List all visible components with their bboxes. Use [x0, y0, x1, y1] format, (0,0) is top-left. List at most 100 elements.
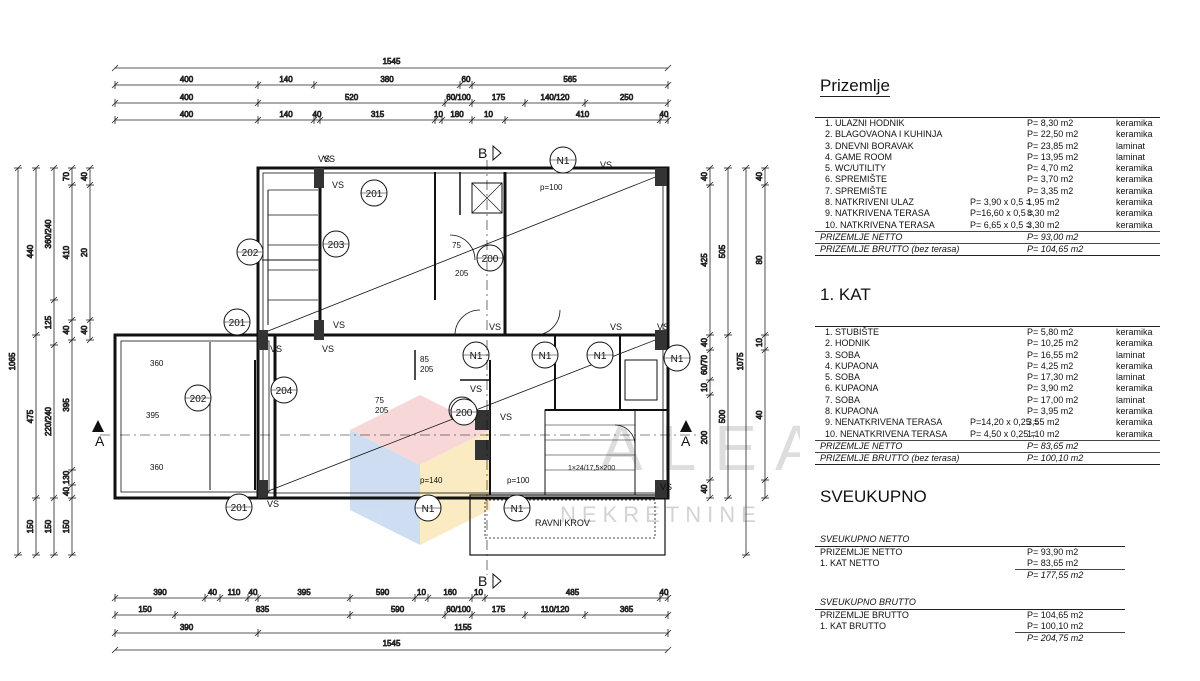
- room-material: laminat: [1116, 372, 1146, 383]
- summary-total-value: P= 204,75 m2: [1027, 633, 1084, 643]
- dimension-value: 440: [26, 244, 35, 258]
- room-calc: P= 6,65 x 0,5 =: [970, 219, 1032, 230]
- vs-label: VS: [318, 154, 330, 164]
- dimension-value: 380: [380, 75, 394, 84]
- window-tag: 202: [236, 238, 264, 266]
- section-marks: A A B B: [92, 144, 700, 590]
- door-tag-n1-label: N1: [422, 504, 435, 515]
- window-tag-label: 201: [231, 503, 248, 514]
- room-area: P= 16,55 m2: [1027, 349, 1079, 360]
- room-material: laminat: [1116, 394, 1146, 405]
- dimension-value: 500: [718, 409, 727, 423]
- watermark-sub-text: NEKRETNINE: [560, 502, 762, 527]
- door-tag-n1: N1: [549, 146, 577, 174]
- summary-value: P= 104,65 m2: [1027, 610, 1084, 620]
- dimension-value: 140: [279, 75, 293, 84]
- sveukupno-brutto-head: SVEUKUPNO BRUTTO: [820, 597, 916, 607]
- door-tag-n1-label: N1: [557, 156, 570, 167]
- vs-label: VS: [322, 344, 334, 354]
- section-mark-a-right: A: [681, 433, 691, 449]
- room-name: 3. DNEVNI BORAVAK: [825, 140, 914, 151]
- total-netto-label: PRIZEMLJE NETTO: [820, 231, 903, 242]
- dimension-value: 40: [660, 588, 669, 597]
- dimension-value: 590: [391, 605, 405, 614]
- dimension-value: 110/120: [541, 605, 570, 614]
- vs-label: VS: [660, 482, 672, 492]
- dimension-value: 390: [180, 623, 194, 632]
- window-tag-label: 201: [366, 189, 383, 200]
- dimension-value: 70: [62, 172, 71, 181]
- window-tag: 201: [225, 493, 253, 521]
- dimension-value: 315: [371, 110, 385, 119]
- walls: [113, 166, 670, 556]
- dimension-value: 1065: [8, 352, 17, 370]
- window-tag-label: 202: [190, 394, 207, 405]
- total-netto-row: PRIZEMLJE NETTO P= 93,00 m2: [815, 230, 1160, 243]
- room-area: P= 17,00 m2: [1027, 394, 1079, 405]
- stair-label: 1×24/17,5×200: [568, 465, 615, 472]
- window-tag: 203: [322, 230, 350, 258]
- section-mark-a-left: A: [95, 433, 105, 449]
- room-name: 9. NATKRIVENA TERASA: [825, 208, 930, 219]
- vs-label: VS: [332, 180, 344, 190]
- dimension-value: 40: [700, 338, 709, 347]
- dimension-value: 400: [180, 110, 194, 119]
- flat-roof-label: RAVNI KROV: [535, 518, 590, 528]
- dimension-value: 150: [138, 605, 152, 614]
- dimension-value: 10: [417, 588, 426, 597]
- door-tag-n1: N1: [531, 341, 559, 369]
- dimension-value: 395: [62, 398, 71, 412]
- total-brutto-value: P= 104,65 m2: [1027, 243, 1084, 254]
- room-area: P= 4,25 m2: [1027, 360, 1074, 371]
- door-tag-n1-label: N1: [470, 351, 483, 362]
- dimension-value: 590: [376, 588, 390, 597]
- total-netto-value: P= 83,65 m2: [1027, 440, 1079, 451]
- room-area: P= 3,70 m2: [1027, 174, 1074, 185]
- total-brutto-row: PRIZEMLJE BRUTTO (bez terasa)P= 104,65 m…: [815, 242, 1160, 255]
- dimension-value: 40: [313, 110, 322, 119]
- door-tag-n1: N1: [503, 494, 531, 522]
- dimension-value: 1155: [454, 623, 472, 632]
- room-material: keramika: [1116, 208, 1153, 219]
- watermark-main-text: ALEA: [600, 412, 800, 484]
- dimension-value: 40: [755, 172, 764, 181]
- total-brutto-row: PRIZEMLJE BRUTTO (bez terasa)P= 100,10 m…: [815, 451, 1160, 464]
- dimension-value: 200: [700, 430, 709, 444]
- summary-label: PRIZEMLJE BRUTTO: [820, 610, 909, 620]
- room-area: P= 8,30 m2: [1027, 118, 1074, 128]
- dimension-value: 180: [450, 110, 464, 119]
- room-material: keramika: [1116, 118, 1153, 128]
- room-name: 9. NENATKRIVENA TERASA: [825, 417, 943, 428]
- vs-label: VS: [500, 412, 512, 422]
- dimension-value: 40: [755, 410, 764, 419]
- room-material: keramika: [1116, 327, 1153, 337]
- dimension-value: 150: [44, 519, 53, 533]
- room-material: keramika: [1116, 219, 1153, 230]
- door-tag-n1-label: N1: [539, 351, 552, 362]
- dimension-value: 40: [80, 325, 89, 334]
- room-name: 8. KUPAONA: [825, 406, 879, 417]
- room-name: 2. BLAGOVAONA I KUHINJA: [825, 129, 943, 140]
- door-tag-n1: N1: [414, 494, 442, 522]
- sveukupno-netto-head: SVEUKUPNO NETTO: [820, 534, 910, 544]
- window-tag-label: 203: [328, 240, 345, 251]
- total-netto-value: P= 93,00 m2: [1027, 231, 1079, 242]
- summary-total: P= 204,75 m2: [1015, 632, 1125, 644]
- dimension-value: 10: [755, 338, 764, 347]
- room-material: keramika: [1116, 338, 1153, 349]
- plan-note: 75: [452, 241, 461, 250]
- dimension-value: 110: [228, 588, 241, 597]
- room-name: 6. KUPAONA: [825, 383, 879, 394]
- room-area: 3,55 m2: [1027, 417, 1060, 428]
- room-material: keramika: [1116, 360, 1153, 371]
- room-name: 3. SOBA: [825, 349, 861, 360]
- plan-note: 75: [375, 396, 384, 405]
